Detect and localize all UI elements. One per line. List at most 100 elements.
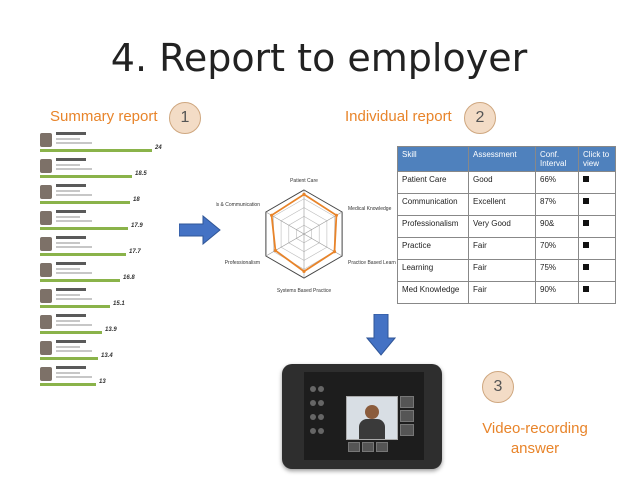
summary-detail-line — [56, 216, 80, 218]
summary-row: 18 — [36, 182, 164, 208]
radar-axis-label: Medical Knowledge — [348, 206, 392, 212]
summary-row: 17.9 — [36, 208, 164, 234]
summary-name-line — [56, 314, 86, 317]
summary-score: 18 — [133, 197, 140, 203]
skill-cell: Professionalism — [397, 215, 469, 238]
summary-row: 17.7 — [36, 234, 164, 260]
avatar — [40, 289, 52, 303]
skill-cell: Communication — [397, 193, 469, 216]
summary-score-bar — [40, 357, 98, 360]
summary-detail-line — [56, 268, 80, 270]
view-square-icon[interactable] — [583, 242, 589, 248]
participant-thumbnail[interactable] — [400, 410, 414, 422]
view-square-icon[interactable] — [583, 286, 589, 292]
col-conf-interval: Conf. Interval — [535, 146, 579, 172]
summary-detail-line — [56, 190, 80, 192]
participant-thumbnail[interactable] — [376, 442, 388, 452]
page-title: 4. Report to employer — [110, 36, 528, 80]
avatar — [40, 185, 52, 199]
summary-detail-line — [56, 350, 92, 352]
radar-point — [302, 269, 306, 273]
assessment-cell: Excellent — [468, 193, 536, 216]
individual-report-label: Individual report — [345, 108, 452, 125]
participant-thumbnail[interactable] — [362, 442, 374, 452]
radar-axis-label: Patient Care — [290, 178, 318, 184]
summary-detail-line — [56, 220, 92, 222]
avatar — [40, 367, 52, 381]
participant-thumbnail[interactable] — [400, 396, 414, 408]
conf-interval-cell: 70% — [535, 237, 579, 260]
radar-point — [332, 250, 337, 254]
summary-score: 13.9 — [105, 327, 117, 333]
menu-dot — [310, 386, 316, 392]
view-cell[interactable] — [578, 281, 616, 304]
summary-detail-line — [56, 320, 80, 322]
summary-score-bar — [40, 149, 152, 152]
summary-detail-line — [56, 246, 92, 248]
radar-axis-label: Systems Based Practice — [277, 288, 331, 294]
summary-score-bar — [40, 253, 126, 256]
video-frame[interactable] — [346, 396, 398, 440]
menu-dot — [318, 386, 324, 392]
radar-axis-label: Practice Based Learning and Improvement — [348, 260, 396, 266]
summary-score: 24 — [155, 145, 162, 151]
summary-name-line — [56, 340, 86, 343]
col-assessment: Assessment — [468, 146, 536, 172]
view-square-icon[interactable] — [583, 176, 589, 182]
participant-thumbnail[interactable] — [348, 442, 360, 452]
assessment-cell: Fair — [468, 281, 536, 304]
summary-row: 15.1 — [36, 286, 164, 312]
summary-score: 13 — [99, 379, 106, 385]
summary-name-line — [56, 236, 86, 239]
summary-name-line — [56, 288, 86, 291]
video-label-line2: answer — [510, 440, 560, 457]
summary-score-bar — [40, 175, 132, 178]
radar-axis-label: Professionalism — [225, 260, 260, 266]
menu-dot — [318, 414, 324, 420]
phone-screen — [304, 372, 424, 460]
summary-row: 13 — [36, 364, 164, 390]
summary-score-bar — [40, 305, 110, 308]
table-header-row: Skill Assessment Conf. Interval Click to… — [397, 146, 616, 172]
conf-interval-cell: 66% — [535, 171, 579, 194]
summary-detail-line — [56, 168, 92, 170]
view-cell[interactable] — [578, 259, 616, 282]
video-recording-label: Video-recording answer — [465, 419, 605, 459]
summary-detail-line — [56, 294, 80, 296]
view-square-icon[interactable] — [583, 198, 589, 204]
skill-cell: Learning — [397, 259, 469, 282]
conf-interval-cell: 75% — [535, 259, 579, 282]
view-square-icon[interactable] — [583, 220, 589, 226]
avatar — [40, 263, 52, 277]
avatar — [40, 211, 52, 225]
summary-detail-line — [56, 272, 92, 274]
presenter-body — [359, 419, 385, 439]
radar-point — [302, 192, 306, 196]
view-cell[interactable] — [578, 215, 616, 238]
radar-point — [334, 213, 338, 217]
summary-report-label: Summary report — [50, 108, 158, 125]
skill-cell: Practice — [397, 237, 469, 260]
summary-score: 16.8 — [123, 275, 135, 281]
participant-thumbnail[interactable] — [400, 424, 414, 436]
view-square-icon[interactable] — [583, 264, 589, 270]
view-cell[interactable] — [578, 171, 616, 194]
phone-video-player[interactable] — [282, 364, 442, 469]
avatar — [40, 315, 52, 329]
view-cell[interactable] — [578, 237, 616, 260]
view-cell[interactable] — [578, 193, 616, 216]
summary-row: 13.4 — [36, 338, 164, 364]
menu-dot — [318, 428, 324, 434]
assessment-cell: Fair — [468, 237, 536, 260]
summary-detail-line — [56, 138, 80, 140]
conf-interval-cell: 87% — [535, 193, 579, 216]
summary-row: 13.9 — [36, 312, 164, 338]
radar-point — [273, 248, 278, 253]
summary-detail-line — [56, 324, 92, 326]
